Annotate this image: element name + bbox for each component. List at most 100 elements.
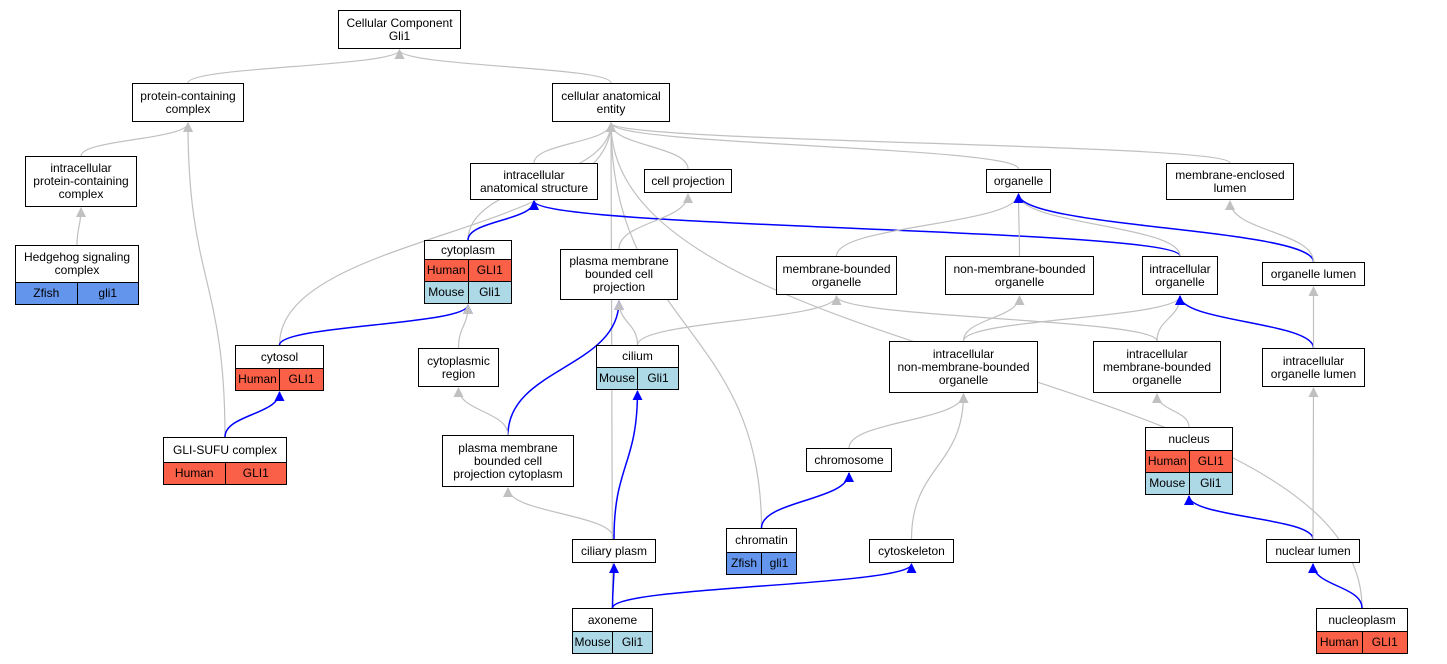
node-intracellular-membrane-bounded-organelle[interactable]: intracellular membrane-bounded organelle — [1093, 341, 1221, 393]
edge-cilium-to-mbo — [636, 295, 842, 346]
edge-protein_complex-to-root — [187, 49, 405, 84]
node-label: chromosome — [814, 452, 884, 467]
edge-olumen-to-mel — [1225, 200, 1315, 263]
node-nuclear-lumen[interactable]: nuclear lumen — [1266, 539, 1360, 563]
node-intracellular-protein-containing-complex[interactable]: intracellular protein-containing complex — [25, 156, 137, 207]
node-label: chromatin — [735, 533, 788, 547]
species-cell: Human — [174, 466, 214, 480]
edge-imbo-to-mbo — [831, 295, 1158, 342]
node-intracellular-non-membrane-bounded-organelle[interactable]: intracellular non-membrane-bounded organ… — [889, 341, 1038, 393]
node-protein-containing-complex[interactable]: protein-containing complex — [132, 83, 244, 122]
edge-chromatin-to-cae — [606, 122, 763, 529]
edge-io-to-organelle — [1013, 193, 1181, 257]
node-organelle[interactable]: organelle — [986, 169, 1051, 193]
node-label: non-membrane-bounded organelle — [953, 261, 1086, 289]
gene-cell: GLI1 — [279, 369, 323, 390]
edge-chromosome-to-inmbo — [848, 393, 969, 449]
species-cell: Zfish — [33, 286, 60, 300]
edge-cae-to-root — [394, 49, 612, 84]
node-label: organelle lumen — [1270, 266, 1357, 281]
node-label: GLI-SUFU complex — [172, 442, 278, 457]
species-cell: Human — [238, 372, 277, 386]
node-label: nucleus — [1168, 431, 1210, 446]
species-cell: Mouse — [1149, 476, 1186, 490]
node-membrane-enclosed-lumen[interactable]: membrane-enclosed lumen — [1166, 163, 1294, 200]
edge-io-to-ias — [529, 200, 1181, 257]
node-label: cytoplasmic region — [427, 353, 490, 381]
node-label: organelle — [993, 173, 1044, 188]
gene-cell: gli1 — [761, 553, 796, 574]
node-intracellular-organelle[interactable]: intracellular organelle — [1142, 256, 1218, 295]
node-intracellular-organelle-lumen[interactable]: intracellular organelle lumen — [1262, 348, 1365, 387]
node-label: intracellular anatomical structure — [479, 167, 589, 195]
node-organelle-lumen[interactable]: organelle lumen — [1262, 262, 1365, 286]
node-cytoskeleton[interactable]: cytoskeleton — [869, 539, 954, 563]
gene-cell: Gli1 — [467, 282, 512, 303]
edge-inmbo-to-nmbo — [962, 295, 1025, 342]
edge-nucleus-to-imbo — [1152, 393, 1190, 428]
node-cellular-anatomical-entity[interactable]: cellular anatomical entity — [552, 83, 670, 122]
gene-cell: GLI1 — [224, 463, 287, 484]
node-ciliary-plasm[interactable]: ciliary plasm — [572, 539, 656, 563]
node-label: membrane-enclosed lumen — [1175, 167, 1285, 195]
gene-cell: Gli1 — [1188, 473, 1233, 494]
species-cell: Mouse — [574, 635, 611, 649]
node-label: intracellular protein-containing complex — [33, 161, 129, 201]
edge-cytosol-to-cytoplasm — [278, 304, 473, 346]
species-cell: Human — [426, 263, 466, 277]
edge-cilium-to-pmbcp — [614, 300, 639, 346]
node-membrane-bounded-organelle[interactable]: membrane-bounded organelle — [776, 256, 897, 295]
node-gli-sufu-complex[interactable]: GLI-SUFU complex Human GLI1 — [163, 437, 287, 485]
edge-organelle-to-cae — [606, 122, 1020, 170]
node-label: cellular anatomical entity — [561, 88, 661, 116]
edge-hedgehog-to-ipcc — [75, 207, 86, 246]
node-label: axoneme — [587, 612, 638, 627]
node-plasma-membrane-bounded-cell-projection-cytoplasm[interactable]: plasma membrane bounded cell projection … — [442, 435, 574, 487]
node-label: intracellular organelle lumen — [1270, 353, 1357, 381]
edge-nuclear_lumen-to-nucleus — [1184, 495, 1314, 540]
node-label: protein-containing complex — [140, 88, 236, 116]
node-cellular-component[interactable]: Cellular Component Gli1 — [338, 10, 461, 49]
node-non-membrane-bounded-organelle[interactable]: non-membrane-bounded organelle — [945, 256, 1094, 295]
edge-glisufu-to-protein_complex — [183, 122, 226, 438]
edge-axoneme-to-ciliary — [608, 563, 619, 609]
edge-cyto_region-to-cytoplasm — [457, 304, 473, 349]
species-cell: Human — [1147, 454, 1187, 468]
species-cell: Mouse — [428, 285, 465, 299]
edge-nucleoplasm-to-nuclear_lumen — [1308, 563, 1363, 609]
edge-cell_proj-to-cae — [606, 122, 689, 170]
node-cytoplasmic-region[interactable]: cytoplasmic region — [418, 348, 499, 387]
node-intracellular-anatomical-structure[interactable]: intracellular anatomical structure — [470, 163, 598, 200]
gene-cell: Gli1 — [637, 368, 678, 389]
node-chromosome[interactable]: chromosome — [806, 448, 892, 472]
edge-axoneme-to-cytoskeleton — [611, 563, 917, 609]
node-label: nuclear lumen — [1275, 543, 1351, 558]
node-label: intracellular organelle — [1149, 261, 1211, 289]
edge-mbo-to-organelle — [835, 193, 1024, 257]
node-label: nucleoplasm — [1328, 612, 1396, 627]
edge-nmbo-to-organelle — [1013, 193, 1024, 257]
edge-imbo-to-io — [1156, 295, 1185, 342]
gene-cell: GLI1 — [467, 260, 512, 281]
node-plasma-membrane-bounded-cell-projection[interactable]: plasma membrane bounded cell projection — [560, 249, 678, 300]
node-label: cytoskeleton — [878, 543, 945, 558]
node-label: plasma membrane bounded cell projection … — [453, 440, 563, 481]
node-cell-projection[interactable]: cell projection — [644, 169, 732, 193]
node-label: Hedgehog signaling complex — [23, 250, 131, 277]
node-label: ciliary plasm — [580, 543, 647, 558]
